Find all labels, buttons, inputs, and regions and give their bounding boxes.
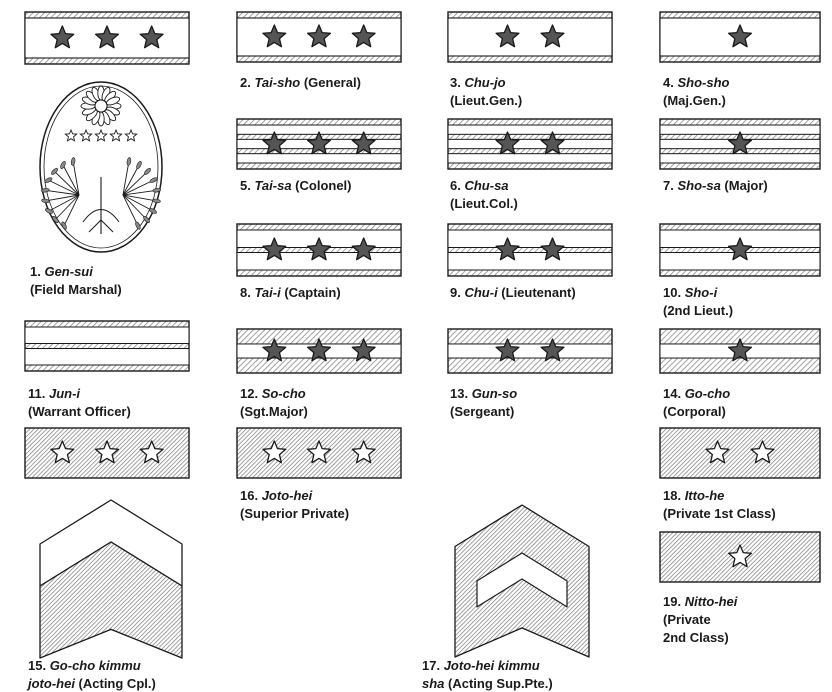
insignia-17 bbox=[455, 505, 589, 657]
insignia-15 bbox=[40, 500, 182, 658]
insignia-4 bbox=[660, 12, 820, 62]
rank-caption: 8. Tai-i (Captain) bbox=[240, 285, 341, 300]
chevron-patch bbox=[455, 505, 589, 657]
rank-caption: 13. Gun-so(Sergeant) bbox=[450, 386, 517, 419]
board-band bbox=[448, 344, 612, 358]
board-band bbox=[237, 154, 401, 163]
board-band bbox=[660, 154, 820, 163]
rank-caption: 4. Sho-sho(Maj.Gen.) bbox=[663, 75, 730, 108]
rank-caption: 1. Gen-sui(Field Marshal) bbox=[30, 264, 122, 297]
rank-caption: 14. Go-cho(Corporal) bbox=[663, 386, 730, 419]
insignia-19 bbox=[660, 532, 820, 582]
rank-caption: 10. Sho-i(2nd Lieut.) bbox=[663, 285, 733, 318]
insignia-5 bbox=[237, 119, 401, 169]
insignia-16 bbox=[237, 428, 401, 478]
insignia-6 bbox=[448, 119, 612, 169]
rank-caption: 18. Itto-he(Private 1st Class) bbox=[663, 488, 776, 521]
rank-caption: 3. Chu-jo(Lieut.Gen.) bbox=[450, 75, 522, 108]
board-band bbox=[448, 154, 612, 163]
rank-caption: 7. Sho-sa (Major) bbox=[663, 178, 768, 193]
rank-caption: 5. Tai-sa (Colonel) bbox=[240, 178, 352, 193]
board-band bbox=[25, 327, 189, 344]
rank-caption: 11. Jun-i(Warrant Officer) bbox=[28, 386, 131, 419]
rank-caption: 2. Tai-sho (General) bbox=[240, 75, 361, 90]
board-band bbox=[448, 253, 612, 271]
rank-caption: 9. Chu-i (Lieutenant) bbox=[450, 285, 576, 300]
insignia-14 bbox=[660, 329, 820, 373]
insignia-8 bbox=[237, 224, 401, 276]
insignia-10 bbox=[660, 224, 820, 276]
board-band bbox=[448, 125, 612, 134]
insignia-20 bbox=[25, 428, 189, 478]
board-field bbox=[448, 18, 612, 56]
board-band bbox=[25, 349, 189, 366]
insignia-18 bbox=[660, 428, 820, 478]
rank-caption: 12. So-cho(Sgt.Major) bbox=[240, 386, 308, 419]
insignia-2 bbox=[237, 12, 401, 62]
insignia-12 bbox=[237, 329, 401, 373]
shoulder-board bbox=[660, 428, 820, 478]
insignia-9 bbox=[448, 224, 612, 276]
rank-caption: 16. Joto-hei(Superior Private) bbox=[240, 488, 349, 521]
chrysanthemum-emblem bbox=[81, 86, 121, 126]
insignia-7 bbox=[660, 119, 820, 169]
rank-caption: 6. Chu-sa(Lieut.Col.) bbox=[450, 178, 518, 211]
insignia-1 bbox=[25, 12, 189, 252]
board-band bbox=[448, 139, 612, 148]
insignia-11 bbox=[25, 321, 189, 371]
insignia-13 bbox=[448, 329, 612, 373]
board-band bbox=[448, 230, 612, 248]
insignia-3 bbox=[448, 12, 612, 62]
